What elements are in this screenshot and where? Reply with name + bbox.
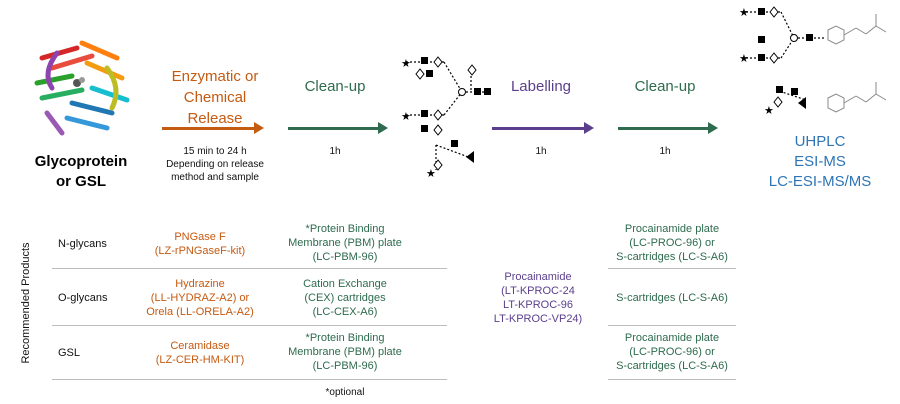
star-icon: ★ — [401, 58, 411, 70]
release-arrow — [162, 122, 264, 134]
row-divider-4 — [608, 268, 736, 269]
cleanup2-title: Clean-up — [634, 78, 696, 95]
row-divider-2 — [52, 325, 447, 326]
svg-text:★: ★ — [426, 168, 436, 180]
row-divider-1 — [52, 268, 447, 269]
o-glycans-cleanup-product: Cation Exchange (CEX) cartridges (LC-CEX… — [303, 278, 387, 318]
svg-text:★: ★ — [401, 111, 411, 123]
analysis-methods: UHPLC ESI-MS LC-ESI-MS/MS — [768, 133, 872, 190]
svg-text:★: ★ — [764, 105, 774, 117]
n-glycans-release-product: PNGase F (LZ-rPNGaseF-kit) — [154, 231, 246, 257]
released-glycans-icon: ★ ★ ★ — [401, 56, 491, 180]
o-glycans-release-product: Hydrazine (LL-HYDRAZ-A2) or Orela (LL-OR… — [146, 278, 254, 318]
o-glycans-cleanup2-product: S-cartridges (LC-S-A6) — [616, 292, 728, 304]
recommended-products-label: Recommended Products — [20, 242, 32, 364]
optional-footnote: *optional — [325, 387, 365, 398]
row-label-n-glycans: N-glycans — [58, 238, 107, 250]
row-label-o-glycans: O-glycans — [58, 292, 108, 304]
n-glycans-cleanup-product: *Protein Binding Membrane (PBM) plate (L… — [288, 223, 402, 263]
labelled-glycans-icon: ★ ★ ★ — [739, 6, 887, 117]
labelling-title: Labelling — [510, 78, 572, 95]
svg-text:★: ★ — [739, 7, 749, 19]
cleanup2-arrow — [618, 122, 718, 134]
gsl-cleanup-product: *Protein Binding Membrane (PBM) plate (L… — [288, 332, 402, 372]
row-divider-5 — [608, 325, 736, 326]
n-glycans-cleanup2-product: Procainamide plate (LC-PROC-96) or S-car… — [616, 223, 728, 263]
row-divider-6 — [608, 379, 736, 380]
cleanup1-title: Clean-up — [304, 78, 366, 95]
gsl-cleanup2-product: Procainamide plate (LC-PROC-96) or S-car… — [616, 332, 728, 372]
protein-structure-image — [34, 40, 130, 136]
release-time: 15 min to 24 h Depending on release meth… — [166, 146, 264, 183]
svg-text:★: ★ — [739, 53, 749, 65]
row-label-gsl: GSL — [58, 347, 81, 359]
row-divider-3 — [52, 379, 447, 380]
labelling-arrow — [492, 122, 594, 134]
start-label: Glycoprotein or GSL — [34, 153, 128, 190]
labelling-products: Procainamide (LT-KPROC-24 LT-KPROC-96 LT… — [493, 271, 583, 325]
labelling-time: 1h — [535, 146, 547, 157]
release-step-title: Enzymatic or Chemical Release — [171, 68, 259, 127]
cleanup2-time: 1h — [659, 146, 671, 157]
cleanup1-time: 1h — [329, 146, 341, 157]
cleanup1-arrow — [288, 122, 388, 134]
gsl-release-product: Ceramidase (LZ-CER-HM-KIT) — [155, 340, 245, 366]
